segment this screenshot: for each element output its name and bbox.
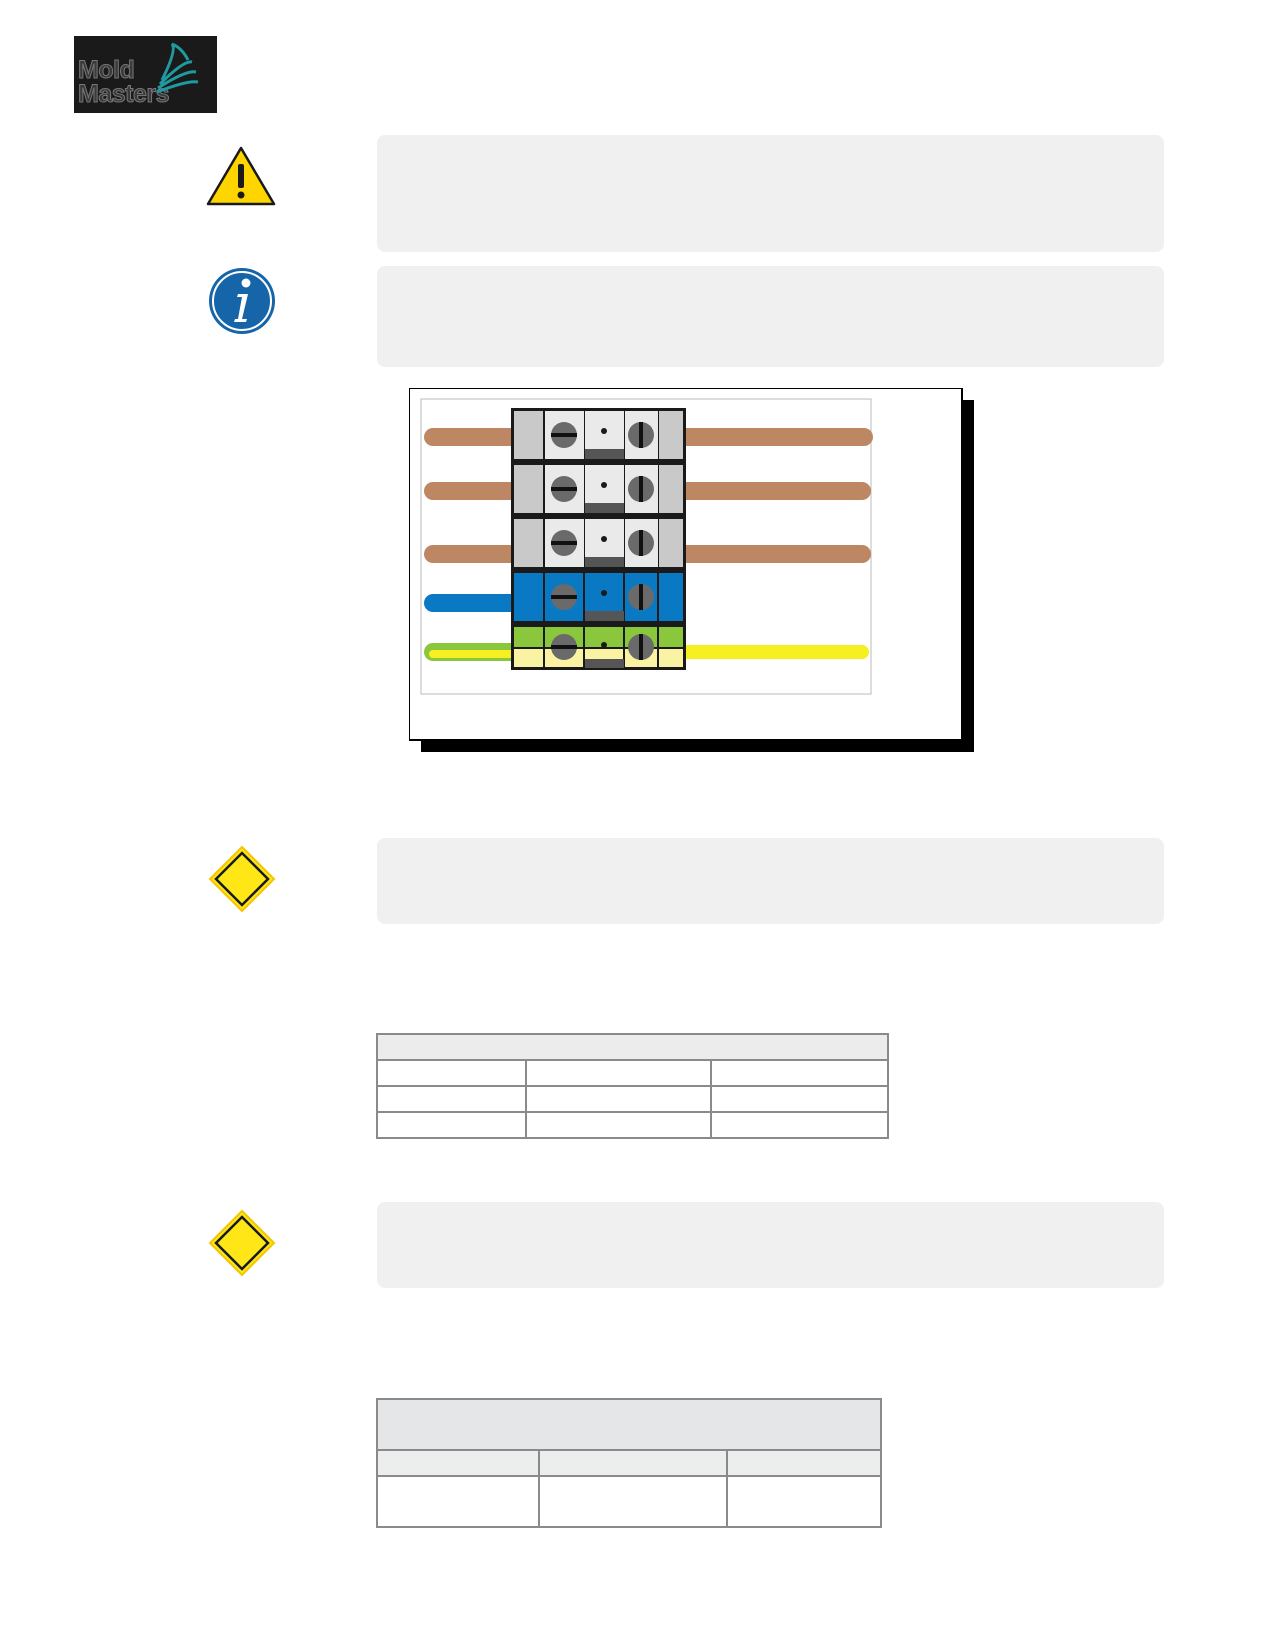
table-2-cell	[376, 1449, 540, 1477]
logo-line-2: Masters	[78, 80, 171, 108]
table-1-cell	[376, 1085, 527, 1113]
table-2-cell	[726, 1475, 882, 1528]
table-1-cell	[710, 1111, 889, 1139]
table-1-header	[376, 1033, 889, 1061]
terminal-block-wiring-diagram	[409, 388, 974, 752]
caution-diamond-icon	[208, 1209, 276, 1277]
table-1-cell	[376, 1111, 527, 1139]
table-2-header	[376, 1398, 882, 1451]
caution-diamond-icon	[208, 845, 276, 913]
table-1-cell	[710, 1059, 889, 1087]
table-2	[376, 1398, 882, 1528]
table-1-cell	[525, 1059, 712, 1087]
caution-note-box-2	[377, 1202, 1164, 1288]
table-2-cell	[538, 1475, 728, 1528]
logo-sail-icon	[156, 42, 199, 94]
table-1-cell	[710, 1085, 889, 1113]
mold-masters-logo: Mold Masters	[74, 36, 217, 113]
info-note-box	[377, 266, 1164, 367]
table-1-cell	[525, 1085, 712, 1113]
caution-note-box-1	[377, 838, 1164, 924]
table-2-cell	[726, 1449, 882, 1477]
info-circle-icon	[209, 268, 275, 334]
warning-triangle-icon	[206, 146, 276, 206]
table-2-cell	[376, 1475, 540, 1528]
logo-line-1: Mold	[77, 56, 135, 84]
table-1	[376, 1033, 889, 1139]
warning-note-box	[377, 135, 1164, 252]
table-1-cell	[376, 1059, 527, 1087]
table-2-cell	[538, 1449, 728, 1477]
table-1-cell	[525, 1111, 712, 1139]
